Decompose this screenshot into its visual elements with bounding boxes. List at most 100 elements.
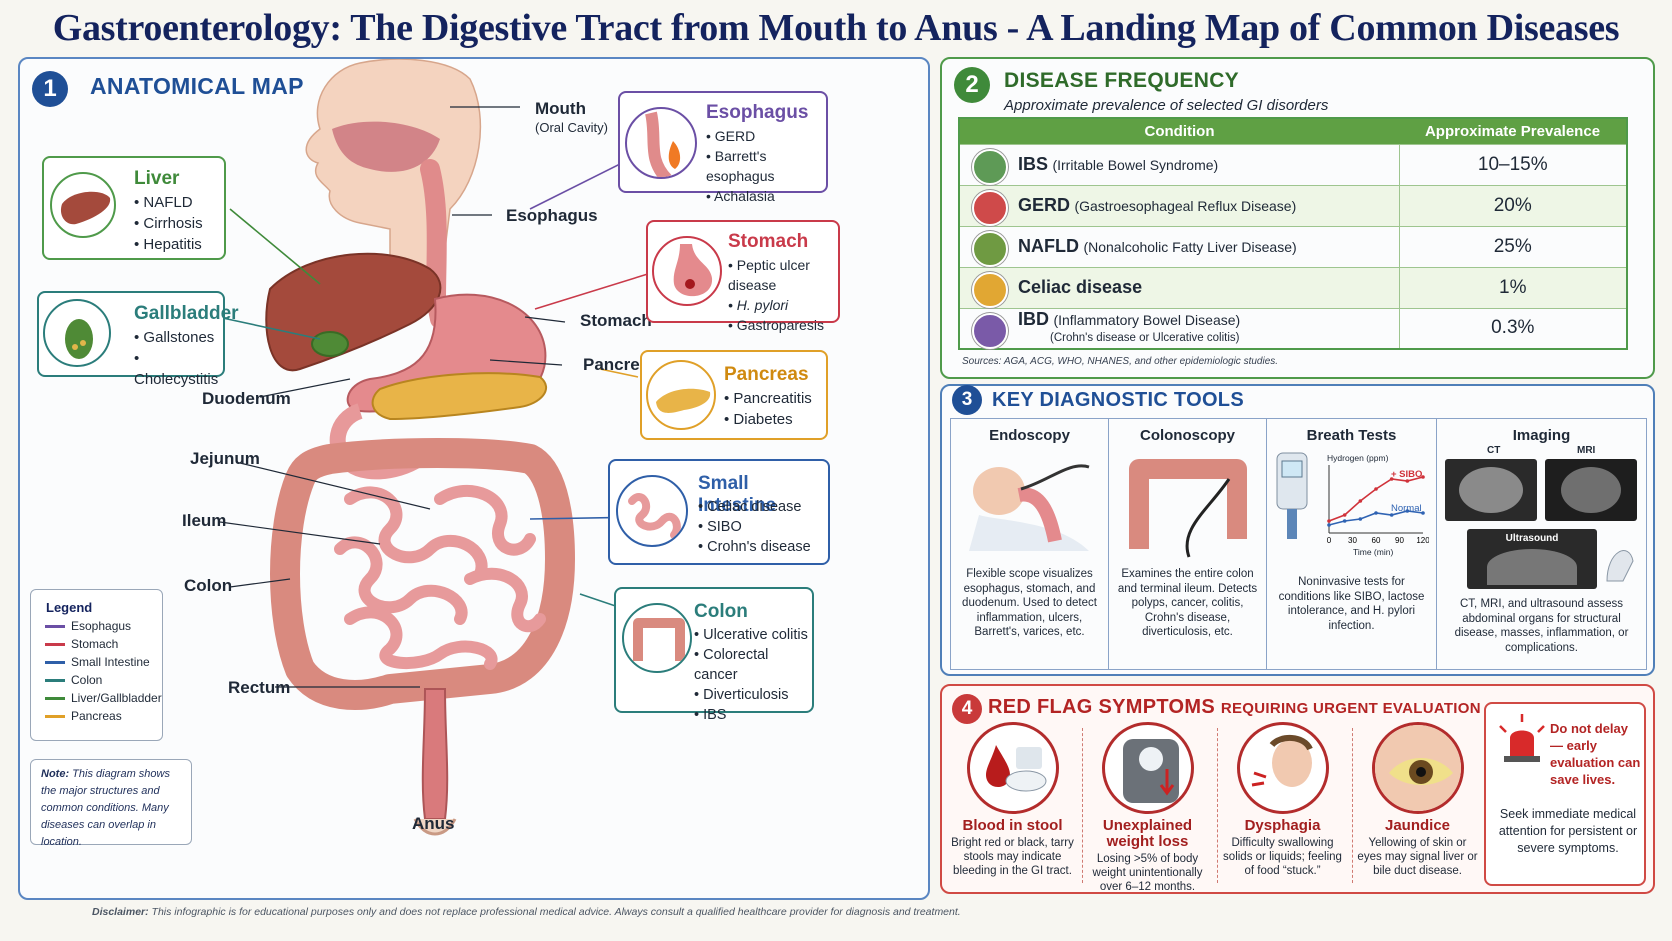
mri-scan-image	[1545, 459, 1637, 521]
column-header-condition: Condition	[959, 118, 1399, 144]
label-duodenum: Duodenum	[202, 389, 291, 408]
data-point-normal	[1374, 511, 1378, 515]
column-header-prevalence: Approximate Prevalence	[1399, 118, 1627, 144]
symptom-name: Jaundice	[1384, 817, 1451, 834]
symptom-description: Difficulty swallowing solids or liquids;…	[1223, 837, 1342, 877]
callout-colon-title: Colon	[694, 601, 748, 622]
legend-item: Pancreas	[45, 709, 122, 723]
eye-icon	[1371, 722, 1464, 814]
section-number-3: 3	[952, 385, 982, 415]
callout-stomach: Stomach Peptic ulcer disease H. pylori G…	[646, 220, 840, 333]
symptom-jaundice: Jaundice Yellowing of skin or eyes may s…	[1355, 722, 1480, 888]
urgent-text: Seek immediate medical attention for per…	[1498, 807, 1638, 855]
list-item: Cholecystitis	[134, 348, 223, 390]
symptom-dysphagia: Dysphagia Difficulty swallowing solids o…	[1220, 722, 1345, 888]
table-row: IBS (Irritable Bowel Syndrome) 10–15%	[959, 143, 1627, 185]
intestine-icon	[972, 148, 1008, 185]
data-point-sibo	[1405, 479, 1410, 483]
gallbladder-icon	[43, 299, 111, 367]
prevalence-table: Condition Approximate Prevalence IBS (Ir…	[958, 117, 1628, 350]
tool-description: Examines the entire colon and terminal i…	[1117, 568, 1258, 638]
callout-small-intestine-list: Celiac disease SIBO Crohn's disease	[698, 497, 811, 557]
symptom-description: Losing >5% of body weight unintentionall…	[1092, 853, 1203, 893]
data-point-normal	[1421, 511, 1425, 515]
list-item: Diabetes	[724, 409, 812, 430]
list-item: Ulcerative colitis	[694, 625, 812, 645]
divider	[1217, 728, 1218, 883]
x-tick-label: 90	[1395, 536, 1404, 545]
list-item: Gallstones	[134, 327, 223, 348]
table-row: IBD (Inflammatory Bowel Disease)(Crohn's…	[959, 307, 1627, 349]
list-item: GERD	[706, 126, 826, 146]
legend-item: Colon	[45, 673, 102, 687]
list-item: SIBO	[698, 517, 811, 537]
breath-chart-ylabel: Hydrogen (ppm)	[1327, 453, 1389, 463]
list-item: Cirrhosis	[134, 213, 202, 234]
tool-description: Noninvasive tests for conditions like SI…	[1278, 576, 1425, 632]
x-tick-label: 0	[1327, 536, 1332, 545]
symptom-description: Yellowing of skin or eyes may signal liv…	[1357, 837, 1478, 877]
symptom-name: Dysphagia	[1244, 817, 1321, 834]
callout-pancreas: Pancreas Pancreatitis Diabetes	[640, 350, 828, 440]
tool-description: Flexible scope visualizes esophagus, sto…	[962, 568, 1097, 638]
table-row: GERD (Gastroesophageal Reflux Disease) 2…	[959, 184, 1627, 226]
table-row: Celiac disease 1%	[959, 266, 1627, 308]
liver-shape	[265, 252, 442, 372]
data-point-normal	[1358, 517, 1363, 521]
urgent-title: Do not delay — early evaluation can save…	[1550, 721, 1641, 787]
note-box: Note: This diagram shows the major struc…	[30, 759, 192, 848]
list-item: Pancreatitis	[724, 388, 811, 409]
list-item: Barrett's esophagus	[706, 146, 826, 186]
colonoscopy-illustration	[1129, 459, 1247, 558]
x-tick-label: 60	[1372, 536, 1381, 545]
data-point-normal	[1405, 509, 1410, 513]
symptom-blood-in-stool: Blood in stool Bright red or black, tarr…	[950, 722, 1075, 888]
callout-gallbladder: Gallbladder Gallstones Cholecystitis	[37, 291, 239, 388]
section-number-1: 1	[32, 71, 68, 107]
series-label-sibo: + SIBO	[1391, 469, 1423, 480]
breath-chart-xlabel: Time (min)	[1353, 547, 1394, 557]
callout-gallbladder-title: Gallbladder	[134, 303, 239, 324]
data-point-sibo	[1358, 499, 1363, 503]
section-subtitle: Approximate prevalence of selected GI di…	[1004, 97, 1329, 114]
data-point-sibo	[1327, 519, 1331, 523]
callout-esophagus: Esophagus GERD Barrett's esophagus Achal…	[618, 91, 828, 204]
tool-name: Endoscopy	[989, 427, 1070, 444]
list-item: H. pylori	[728, 295, 838, 315]
list-item: Celiac disease	[698, 497, 811, 517]
label-rectum: Rectum	[228, 678, 291, 697]
wheat-icon	[972, 271, 1008, 308]
liver-icon	[972, 230, 1008, 267]
list-item: Diverticulosis	[694, 685, 812, 705]
esophagus-icon	[625, 107, 697, 179]
ultrasound-image: Ultrasound	[1467, 529, 1597, 589]
table-row: NAFLD (Nonalcoholic Fatty Liver Disease)…	[959, 225, 1627, 267]
symptom-weight-loss: Unexplained weight loss Losing >5% of bo…	[1085, 722, 1210, 893]
data-point-sibo	[1374, 487, 1378, 491]
colon-icon	[622, 603, 692, 673]
disclaimer: Disclaimer: This infographic is for educ…	[92, 906, 961, 918]
callout-esophagus-title: Esophagus	[706, 102, 809, 123]
endoscopy-illustration	[969, 464, 1090, 551]
label-mouth: Mouth	[535, 99, 586, 118]
siren-icon	[1499, 714, 1545, 762]
legend-item: Stomach	[45, 637, 118, 651]
series-label-normal: Normal	[1391, 503, 1422, 514]
oral-cavity	[332, 121, 440, 172]
tools-grid: Endoscopy Flexible scope visualizes esop…	[950, 418, 1647, 670]
list-item: Gastroparesis	[728, 315, 838, 335]
list-item: IBS	[694, 705, 812, 725]
toilet-blood-icon	[966, 722, 1059, 814]
label-pancreas: Pancreas	[583, 355, 659, 374]
rectum-tube	[421, 688, 449, 820]
section-number-4: 4	[952, 694, 982, 724]
label-stomach: Stomach	[580, 311, 652, 330]
label-jejunum: Jejunum	[190, 449, 260, 468]
ct-scan-image	[1445, 459, 1537, 521]
symptom-description: Bright red or black, tarry stools may in…	[951, 837, 1074, 877]
tool-description: CT, MRI, and ultrasound assess abdominal…	[1454, 598, 1629, 654]
legend: Legend Esophagus Stomach Small Intestine…	[30, 589, 163, 741]
legend-item: Liver/Gallbladder	[45, 691, 162, 705]
digestive-tract-illustration	[265, 59, 575, 836]
